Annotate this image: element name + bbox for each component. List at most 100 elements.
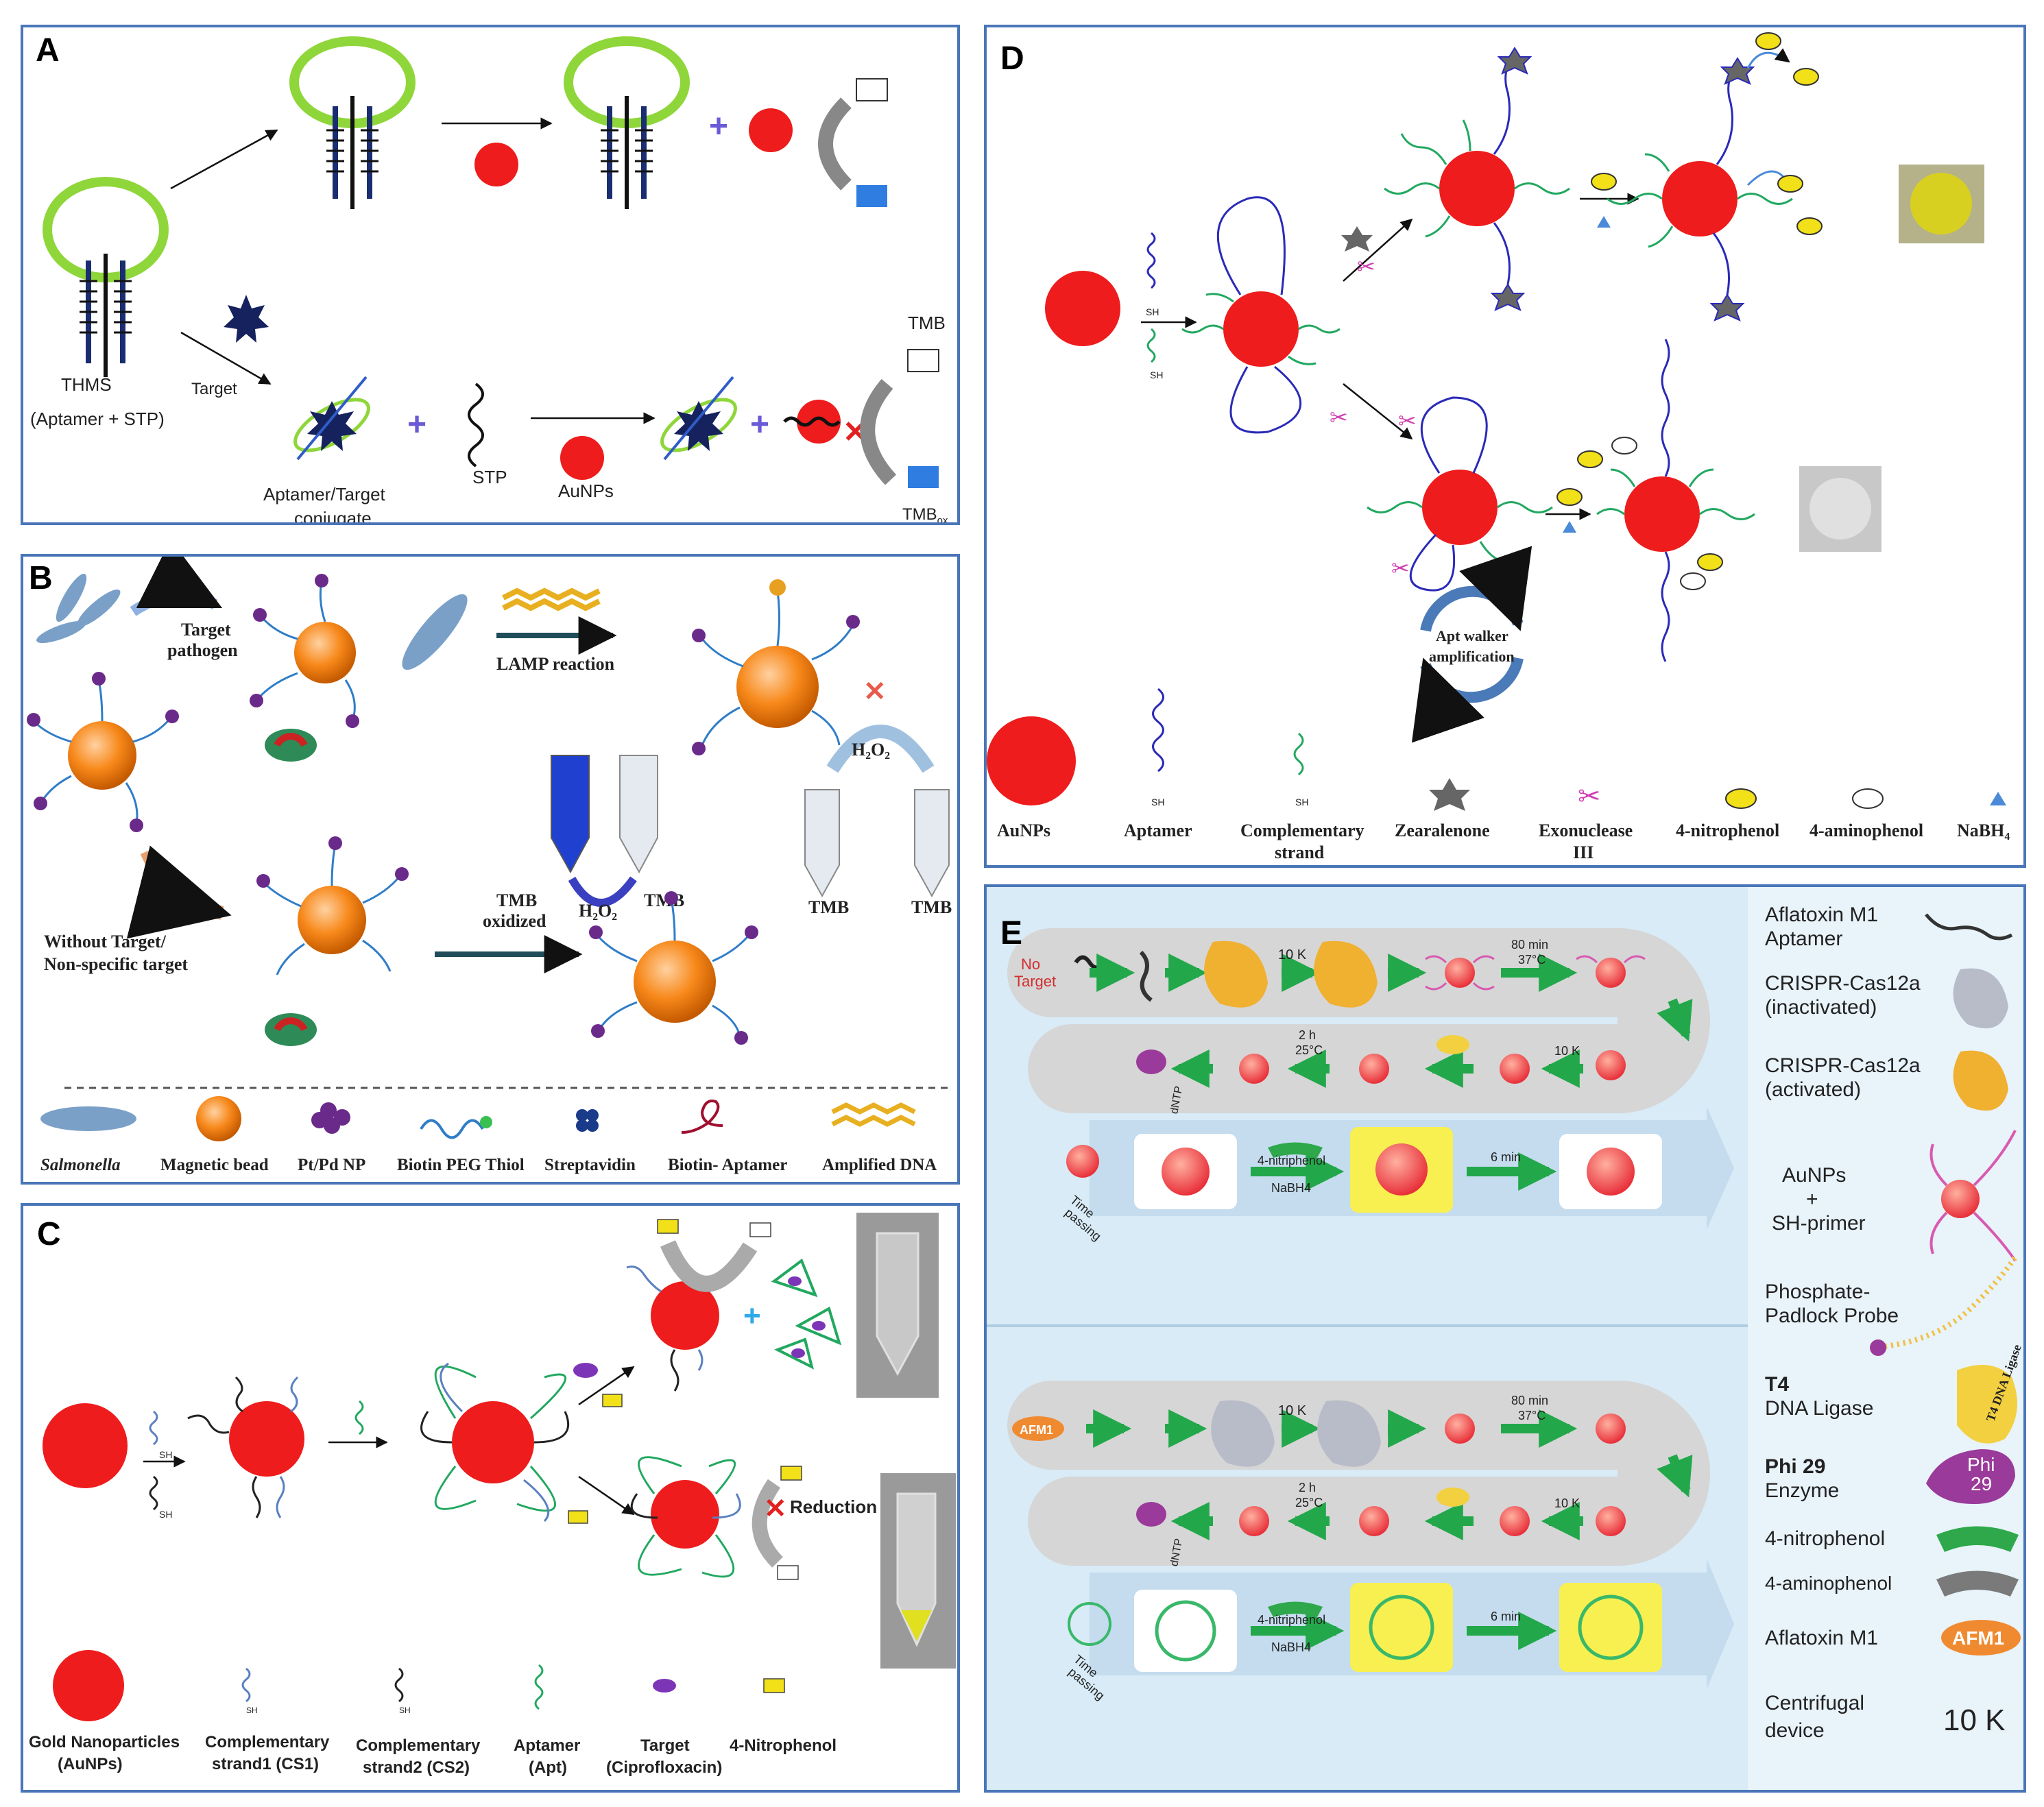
rca-product xyxy=(1068,1602,1111,1646)
thms-top-2 xyxy=(564,36,690,209)
aunp-primer xyxy=(1500,1506,1530,1536)
legend-cs-label-1: Complementary xyxy=(1240,821,1364,840)
cs2-icon xyxy=(149,1475,158,1511)
legend-amplified-dna-icon xyxy=(831,1102,916,1115)
legend-afm1-badge: AFM1 xyxy=(1952,1627,2004,1649)
nabh4-label: NaBH4 xyxy=(1271,1181,1311,1195)
legend-aunp-icon xyxy=(987,716,1076,805)
magnetic-bead-bottom xyxy=(589,891,758,1045)
stp-label: STP xyxy=(472,467,507,487)
legend-biotin-peg-label: Biotin PEG Thiol xyxy=(397,1156,525,1174)
tube-oxidized xyxy=(551,755,590,874)
no-target-2: Target xyxy=(1014,973,1056,990)
legend-apt-label-1: Aptamer xyxy=(514,1736,580,1755)
panel-c: C SH SH xyxy=(21,1203,960,1793)
legend-aminophenol-label: 4-aminophenol xyxy=(1809,821,1923,840)
without-target-1: Without Target/ xyxy=(44,932,167,951)
legend-aptamer-icon xyxy=(1152,688,1164,773)
legend-nitrophenol-label: 4-nitrophenol xyxy=(1676,821,1779,840)
legend-cs2-label-1: Complementary xyxy=(356,1736,481,1755)
t4-ligase-icon xyxy=(1436,1488,1469,1507)
aunp-primer xyxy=(1596,1414,1626,1444)
aunp-primer xyxy=(1239,1054,1269,1084)
aunp-primer xyxy=(1359,1506,1389,1536)
tube-right xyxy=(914,789,950,898)
legend-target-label-1: Target xyxy=(640,1736,690,1755)
aunp-primer xyxy=(1596,1050,1626,1080)
magnetic-bead-amplified xyxy=(692,579,860,755)
aunp-icon xyxy=(474,143,518,186)
aunp-released xyxy=(626,1265,728,1392)
legend-aunp-icon xyxy=(53,1650,124,1721)
tmb-top-label: TMB xyxy=(908,313,946,333)
legend-aptamer-icon xyxy=(1925,913,2013,941)
panel-d-label: D xyxy=(1000,40,1024,77)
legend-aunp-label-2: (AuNPs) xyxy=(58,1755,123,1773)
legend-padlock-2: Padlock Probe xyxy=(1765,1305,1899,1327)
scissors-icon: ✂ xyxy=(1391,556,1410,581)
thms-top-1 xyxy=(289,36,416,209)
tenk-label: 10 K xyxy=(1278,947,1307,962)
phi29-icon xyxy=(1136,1050,1166,1074)
nitriphenol-label: 4-nitriphenol xyxy=(1258,1154,1325,1167)
legend-ligase-icon xyxy=(1957,1365,2017,1444)
legend-cs-icon xyxy=(1293,732,1304,776)
legend-ptpd-icon xyxy=(311,1102,350,1134)
aunps-label: AuNPs xyxy=(558,481,614,501)
afm1-icon xyxy=(1012,1416,1064,1441)
stp-icon xyxy=(468,383,484,468)
legend-padlock-1: Phosphate- xyxy=(1765,1281,1870,1303)
legend-phi-badge-1: Phi xyxy=(1967,1454,1995,1475)
without-target-2: Non-specific target xyxy=(44,954,188,974)
aunp-icon xyxy=(749,108,793,152)
well-yellow xyxy=(1350,1583,1453,1672)
h2o2-top: H₂O₂ xyxy=(852,740,890,760)
legend-aunp-1: AuNPs xyxy=(1782,1164,1846,1187)
legend-centri-1: Centrifugal xyxy=(1765,1692,1864,1714)
aunp-primer xyxy=(1576,955,1646,988)
aunp-primer xyxy=(1239,1506,1269,1536)
legend-ligase-2: DNA Ligase xyxy=(1765,1397,1873,1420)
legend-nabh4-label: NaBH₄ xyxy=(1957,821,2010,840)
blocked-icon: ✕ xyxy=(764,1494,787,1524)
aptamer-target-conjugate xyxy=(293,376,370,461)
sh-label: SH xyxy=(1146,306,1159,317)
legend-aptamer-label: Aptamer xyxy=(1124,821,1192,840)
legend-aptamer-2: Aptamer xyxy=(1765,927,1842,950)
photo-well-clear xyxy=(1799,466,1881,552)
afm1-label: AFM1 xyxy=(1020,1423,1053,1437)
phi29-icon xyxy=(1136,1502,1166,1527)
lamp-label: LAMP reaction xyxy=(496,654,615,674)
plus-icon: + xyxy=(407,407,426,443)
scissors-icon: ✂ xyxy=(1330,405,1348,430)
legend-ligase-1: T4 xyxy=(1765,1373,1789,1396)
legend-target-icon xyxy=(653,1679,676,1693)
legend-cs1-label-2: strand1 (CS1) xyxy=(212,1755,319,1773)
aunp-primer xyxy=(1500,1054,1530,1084)
salmonella-icon xyxy=(36,573,121,644)
legend-aptamer-1: Aflatoxin M1 xyxy=(1765,904,1878,926)
nabh4-label: NaBH4 xyxy=(1271,1640,1311,1654)
legend-cs2-label-2: strand2 (CS2) xyxy=(363,1758,470,1777)
legend-scissors-icon: ✂ xyxy=(1578,781,1601,812)
tmb-right-label: TMB xyxy=(911,897,952,917)
aunp-apt-conjugate xyxy=(1181,196,1340,434)
legend-cs1-icon xyxy=(241,1667,251,1703)
legend-phi-2: Enzyme xyxy=(1765,1479,1839,1502)
min6-label: 6 min xyxy=(1491,1150,1521,1164)
dntp-label: dNTP xyxy=(1168,1085,1185,1115)
cas12a-active-icon xyxy=(1204,941,1268,1008)
legend-amplified-dna-label: Amplified DNA xyxy=(822,1156,937,1174)
target-arrow-label: Target xyxy=(191,380,237,398)
legend-afm1-icon xyxy=(1941,1620,2021,1656)
legend-ptpd-label: Pt/Pd NP xyxy=(298,1156,365,1174)
aunp-cs-conjugate xyxy=(187,1376,304,1518)
legend-cas-active-icon xyxy=(1953,1050,2008,1111)
aunp-reduced xyxy=(1607,57,1793,322)
scissors-icon: ✂ xyxy=(1357,254,1375,279)
legend-aunp-2: + xyxy=(1806,1188,1818,1211)
magnet-icon xyxy=(265,1013,317,1046)
panel-b: B Target pathogen LAMP reaction xyxy=(21,554,960,1185)
sh-label: SH xyxy=(1150,369,1163,380)
tmb-ox-label: TMBox xyxy=(902,505,948,522)
